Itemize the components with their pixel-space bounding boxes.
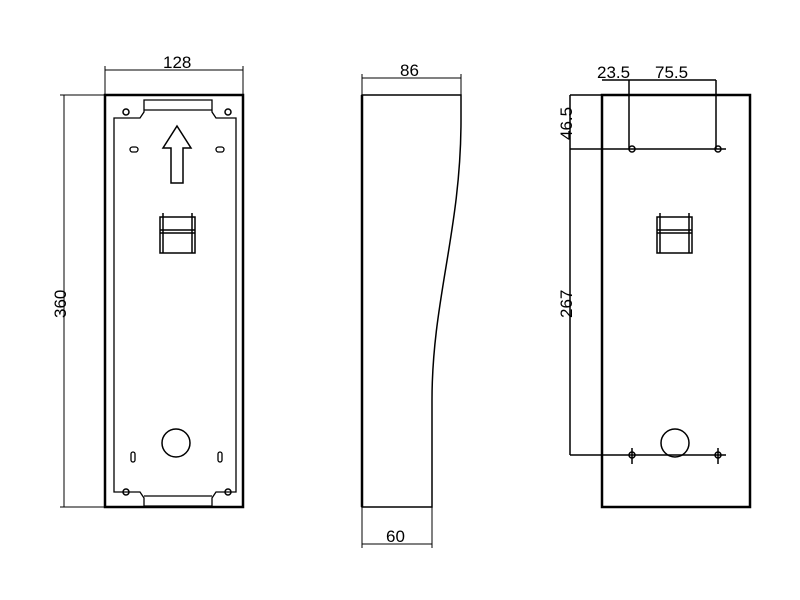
side-top-depth-label: 86 [400,61,419,80]
rear-outline [600,93,752,509]
hole-offset-y-label: 46.5 [557,107,576,140]
side-bottom-depth-label: 60 [386,527,405,546]
front-outline [103,93,245,509]
width-dimension [104,66,244,95]
hole-dimension-lines [569,79,726,456]
front-view: 128 360 [51,53,245,509]
back-plate [113,99,237,507]
up-arrow-icon [161,124,193,184]
latch [656,213,693,254]
front-width-label: 128 [163,53,191,72]
hole-spacing-x-label: 75.5 [655,63,688,82]
side-profile [361,94,462,508]
cable-hole [660,428,690,458]
hole-spacing-y-label: 267 [557,290,576,318]
latch [159,213,196,254]
mount-hole-markers [628,145,722,464]
cable-hole [161,428,191,458]
rear-view: 23.5 75.5 46.5 267 [557,63,752,509]
side-dimension-lines [361,74,462,548]
hole-offset-x-label: 23.5 [597,63,630,82]
screw-icons [122,108,232,496]
front-height-label: 360 [51,290,70,318]
side-view: 86 60 [360,61,462,548]
height-dimension [60,94,105,508]
mount-slots [129,146,225,463]
